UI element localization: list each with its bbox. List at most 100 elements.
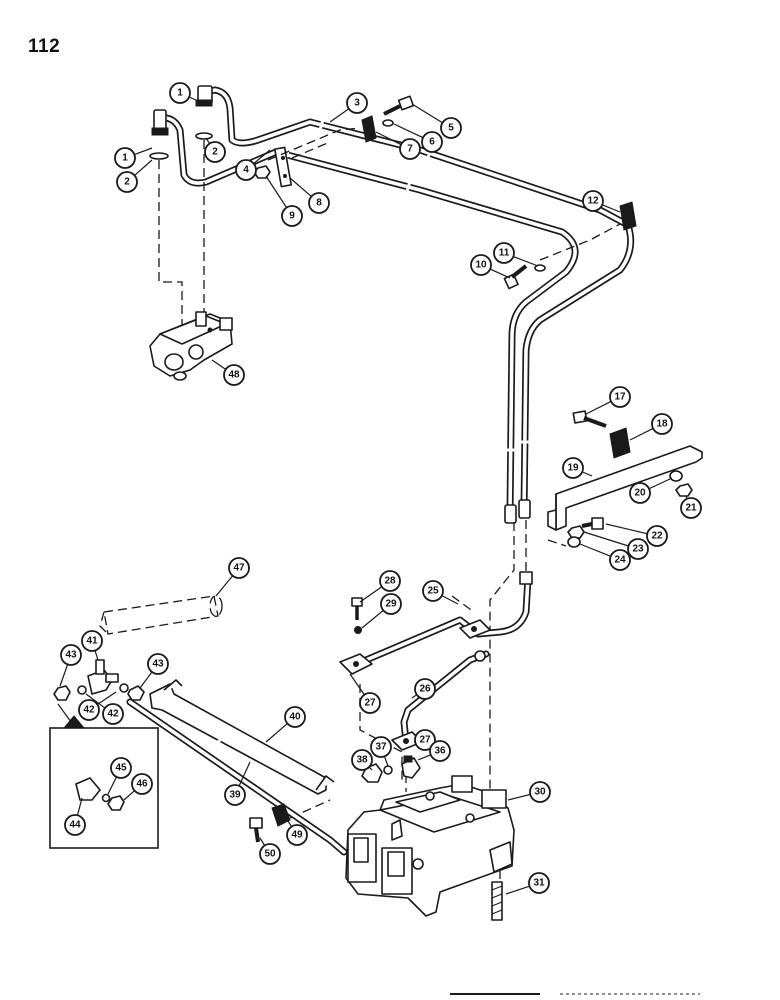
page-number: 112 [28,36,61,57]
detail-inset [49,703,159,849]
callout-circle-8 [308,192,330,214]
flange-25 [459,619,491,639]
callout-leader-43 [59,664,69,687]
callout-leader-37 [383,756,389,767]
callout-label-1: 1 [122,153,128,164]
reducer-42-right [119,683,129,693]
callout-circle-2 [116,171,138,193]
callout-label-26: 26 [419,684,431,695]
callout-leader-18 [629,427,654,441]
callout-leader-3 [329,108,350,123]
callout-circle-40 [284,706,306,728]
callout-label-19: 19 [567,463,579,474]
callout-leader-27 [349,673,365,696]
washer-6 [382,119,394,127]
callout-label-36: 36 [434,746,446,757]
callout-circle-26 [414,678,436,700]
callout-label-25: 25 [427,586,439,597]
callout-leader-6 [393,123,424,139]
callout-leader-42 [96,691,117,705]
fitting-26-top [474,650,486,662]
callout-leader-1 [134,147,153,156]
callout-leader-7 [375,131,402,146]
callout-circle-7 [399,138,421,160]
callout-leader-12 [602,204,621,213]
callout-circle-42 [78,699,100,721]
callout-label-17: 17 [614,392,626,403]
callout-leader-10 [489,268,511,279]
bracket-19 [547,445,703,531]
callout-circle-36 [429,740,451,762]
callout-leader-39 [238,761,251,787]
callout-circle-1 [169,82,191,104]
callout-leader-46 [123,790,135,801]
callout-circle-4 [235,159,257,181]
clamp-18 [609,427,631,459]
callout-leader-50 [259,837,266,846]
clamp-12 [619,201,637,231]
callout-leader-22 [605,523,648,535]
callout-leader-9 [265,175,288,208]
callout-circle-49 [286,824,308,846]
callout-label-27: 27 [419,735,431,746]
tube-25 [348,574,532,670]
tube-fitting-top-left [149,109,169,160]
nut-43-left [53,685,71,701]
callout-leader-24 [579,543,611,557]
callout-circle-5 [440,117,462,139]
nut-43-right [127,685,145,701]
callout-label-2: 2 [124,177,130,188]
valve-body-30 [345,775,515,917]
clamp-7 [361,115,377,143]
callout-leader-43 [139,671,153,689]
callout-circle-21 [680,497,702,519]
callout-label-38: 38 [356,755,368,766]
callout-label-1: 1 [177,88,183,99]
reducer-42-left [77,685,87,695]
callout-label-42: 42 [83,705,95,716]
callout-circle-17 [609,386,631,408]
reducer-37 [383,765,393,775]
tube-26 [400,650,490,746]
callout-label-10: 10 [475,260,487,271]
washer-20 [669,470,683,482]
callout-label-24: 24 [614,555,626,566]
callout-label-22: 22 [651,531,663,542]
callout-leader-47 [215,575,234,597]
callout-label-45: 45 [115,763,127,774]
callout-leader-17 [585,400,612,415]
callout-leader-29 [361,609,384,629]
callout-circle-48 [223,364,245,386]
callout-circle-50 [259,843,281,865]
callout-leader-25 [441,595,459,605]
bolt-17 [572,410,607,428]
callout-circle-10 [470,254,492,276]
break-marks-39 [210,730,236,750]
fitting-25-top [519,571,533,585]
callout-circle-3 [346,92,368,114]
bracket-dash [547,539,567,547]
callout-label-29: 29 [385,599,397,610]
callout-leader-1 [188,96,197,101]
callout-leader-2 [134,159,153,176]
tube-fitting-top-right [195,85,213,140]
callout-label-30: 30 [534,787,546,798]
callout-circle-39 [224,784,246,806]
callout-label-44: 44 [69,820,81,831]
callout-group: 1122345678910111217181920212223242526272… [59,82,702,895]
callout-label-5: 5 [448,123,454,134]
callout-circle-31 [528,872,550,894]
callout-label-21: 21 [685,503,697,514]
callout-leader-28 [359,586,383,603]
callout-label-49: 49 [291,830,303,841]
washer-24 [567,536,581,548]
elbow-36 [401,755,421,779]
callout-label-9: 9 [289,211,295,222]
callout-circle-23 [627,538,649,560]
tee-fitting-41 [87,659,119,695]
callout-label-20: 20 [634,488,646,499]
callout-leader-5 [411,103,443,124]
callout-label-23: 23 [632,544,644,555]
callout-label-6: 6 [429,137,435,148]
